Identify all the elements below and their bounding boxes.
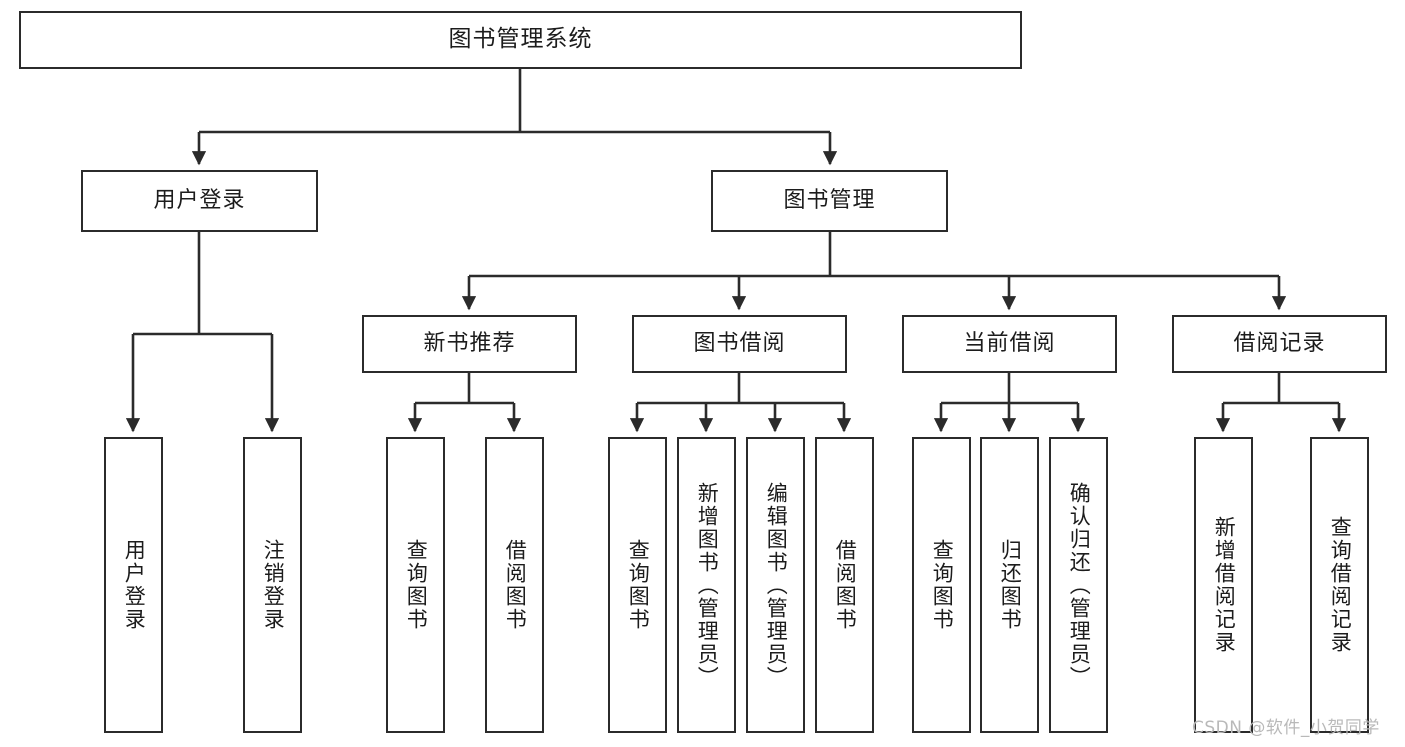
node-label: 当前借阅 xyxy=(963,330,1056,356)
node-label: 新书推荐 xyxy=(423,330,516,356)
node-user-login[interactable]: 用户登录 xyxy=(81,170,318,232)
node-book-management[interactable]: 图书管理 xyxy=(711,170,948,232)
node-label: 图书借阅 xyxy=(693,330,786,356)
leaf-user-login-login[interactable]: 用户登录 xyxy=(104,437,163,733)
node-current-borrow[interactable]: 当前借阅 xyxy=(902,315,1117,373)
node-label: 查询借阅记录 xyxy=(1328,516,1353,654)
leaf-borrow-edit-book-admin[interactable]: 编辑图书（管理员） xyxy=(746,437,805,733)
node-label: 借阅图书 xyxy=(503,539,528,631)
leaf-borrow-add-book-admin[interactable]: 新增图书（管理员） xyxy=(677,437,736,733)
leaf-current-return-book[interactable]: 归还图书 xyxy=(980,437,1039,733)
leaf-borrow-borrow-book[interactable]: 借阅图书 xyxy=(815,437,874,733)
node-label: 归还图书 xyxy=(998,539,1023,631)
leaf-current-query-book[interactable]: 查询图书 xyxy=(912,437,971,733)
leaf-borrow-query-book[interactable]: 查询图书 xyxy=(608,437,667,733)
node-label: 查询图书 xyxy=(626,539,651,631)
node-label: 借阅图书 xyxy=(833,539,858,631)
node-label: 借阅记录 xyxy=(1233,330,1326,356)
node-label: 查询图书 xyxy=(404,539,429,631)
node-label: 新增图书（管理员） xyxy=(695,481,720,689)
leaf-current-confirm-return-admin[interactable]: 确认归还（管理员） xyxy=(1049,437,1108,733)
node-label: 用户登录 xyxy=(153,187,246,213)
node-root-book-management-system[interactable]: 图书管理系统 xyxy=(19,11,1022,69)
node-borrow-record[interactable]: 借阅记录 xyxy=(1172,315,1387,373)
node-label: 查询图书 xyxy=(930,539,955,631)
node-label: 编辑图书（管理员） xyxy=(764,481,789,689)
node-label: 新增借阅记录 xyxy=(1212,516,1237,654)
node-new-book-recommend[interactable]: 新书推荐 xyxy=(362,315,577,373)
node-label: 确认归还（管理员） xyxy=(1067,481,1092,689)
leaf-recommend-query-book[interactable]: 查询图书 xyxy=(386,437,445,733)
leaf-user-login-logout[interactable]: 注销登录 xyxy=(243,437,302,733)
leaf-record-add-borrow-record[interactable]: 新增借阅记录 xyxy=(1194,437,1253,733)
leaf-record-query-borrow-record[interactable]: 查询借阅记录 xyxy=(1310,437,1369,733)
node-label: 用户登录 xyxy=(122,539,147,631)
node-label: 图书管理 xyxy=(783,187,876,213)
watermark-text: CSDN @软件_小贺同学 xyxy=(1192,718,1380,738)
node-label: 图书管理系统 xyxy=(448,26,593,53)
node-label: 注销登录 xyxy=(261,539,286,631)
node-book-borrow[interactable]: 图书借阅 xyxy=(632,315,847,373)
leaf-recommend-borrow-book[interactable]: 借阅图书 xyxy=(485,437,544,733)
